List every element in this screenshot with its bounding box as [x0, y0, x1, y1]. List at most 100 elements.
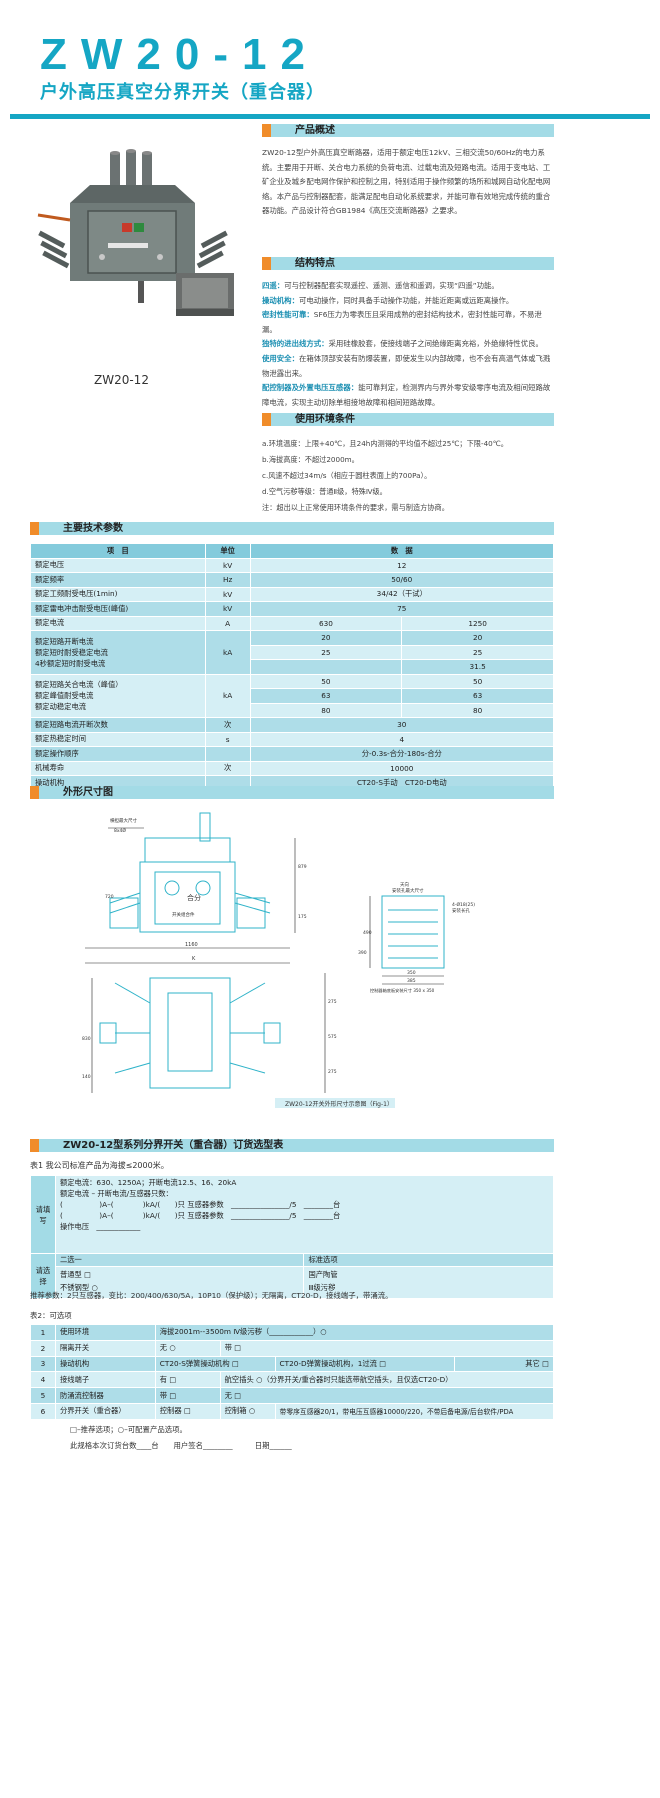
- structure-item: 使用安全：在箱体顶部安装有防爆装置，即使发生以内部故障，也不会有高温气体或飞溅物…: [262, 353, 551, 378]
- order-section-header: ZW20-12型系列分界开关（重合器）订货选型表: [30, 1139, 554, 1152]
- choose-label: 请选择: [30, 1253, 56, 1299]
- option-cell[interactable]: 其它 □: [454, 1355, 554, 1373]
- option-cell[interactable]: 海拔2001m--3500m Ⅳ级污秽（____________）○: [154, 1324, 555, 1341]
- environment-item: b.海拔高度：不超过2000m。: [262, 455, 359, 464]
- overview-text: ZW20-12型户外高压真空断路器，适用于额定电压12kV、三相交流50/60H…: [262, 148, 551, 216]
- choose-option[interactable]: 普通型 □: [59, 1270, 92, 1279]
- dim-device-label: 开关组合件: [172, 911, 195, 918]
- fill-row: 请填写 额定电流：630、1250A；开断电流12.5、16、20kA 额定电流…: [30, 1175, 555, 1254]
- overview-section-header: 产品概述: [262, 124, 554, 137]
- section-marker: [262, 124, 271, 137]
- choose-option[interactable]: 不锈钢型 ○: [59, 1283, 98, 1292]
- dimensions-title: 外形尺寸图: [63, 787, 113, 798]
- choose-head-right: 标准选项: [303, 1253, 554, 1267]
- dim-390: 390: [358, 950, 367, 956]
- dimension-drawing: 横担最大尺寸 8x4Ø 1160 K 合分 开关组合件 天向 安装孔最大尺寸 4…: [82, 812, 475, 1108]
- dim-385: 385: [407, 978, 416, 984]
- dim-275b: 275: [328, 1069, 337, 1075]
- product-model-title: ZW20-12: [40, 30, 319, 79]
- choose-options: 普通型 □ 不锈钢型 ○ 国产陶管 Ⅲ级污秽: [31, 1266, 554, 1299]
- fill-label: 请填写: [30, 1175, 56, 1254]
- option-cell[interactable]: CT20-S弹簧操动机构 □: [154, 1355, 276, 1373]
- option-cell[interactable]: 无 □: [219, 1387, 555, 1404]
- dimensions-section-header: 外形尺寸图: [30, 786, 554, 799]
- table1-note: 表1 我公司标准产品为海拔≤2000米。: [30, 1161, 169, 1170]
- col-header-data: 数 据: [249, 543, 555, 559]
- option-cell[interactable]: 带零序互感器20/1，带电压互感器10000/220，不带后备电源/后台软件/P…: [274, 1402, 555, 1420]
- option-cell[interactable]: 航空插头 ○（分界开关/重合器时只能选带航空插头，且仅选CT20-D）: [219, 1371, 555, 1389]
- structure-item: 操动机构：可电动操作，同时具备手动操作功能，并能近距离或远距离操作。: [262, 295, 514, 305]
- option-cell[interactable]: 控制器 □: [154, 1402, 221, 1420]
- structure-list: 四遥：可与控制器配套实现遥控、遥测、遥信和遥调，实现“四遥”功能。 操动机构：可…: [262, 279, 554, 410]
- dim-140: 140: [82, 1074, 91, 1080]
- section-marker: [262, 257, 271, 270]
- environment-section-header: 使用环境条件: [262, 413, 554, 426]
- environment-list: a.环境温度：上限+40℃，且24h内测得的平均值不超过25℃；下限-40℃。 …: [262, 436, 554, 516]
- option-cell[interactable]: 有 □: [154, 1371, 221, 1389]
- structure-section-header: 结构特点: [262, 257, 554, 270]
- fill-line[interactable]: 操作电压 ____________: [59, 1222, 141, 1231]
- dim-mount: 4-Ø18(25): [452, 901, 475, 908]
- dim-275a: 275: [328, 999, 337, 1005]
- structure-item: 配控制器及外置电压互感器：能可靠判定，检测界内与界外零安级零序电流及相间短路故障…: [262, 383, 551, 407]
- environment-title: 使用环境条件: [295, 414, 355, 425]
- specs-section-header: 主要技术参数: [30, 522, 554, 535]
- option-cell[interactable]: CT20-D弹簧操动机构，1过流 □: [274, 1355, 456, 1373]
- order-table-wrap: 请填写 额定电流：630、1250A；开断电流12.5、16、20kA 额定电流…: [30, 1175, 555, 1299]
- fill-line[interactable]: 额定电流 – 开断电流/互感器只数：: [59, 1189, 173, 1198]
- dim-350: 350: [407, 970, 416, 976]
- section-marker: [262, 413, 271, 426]
- recommend-text: 推荐参数：2只互感器，变比：200/400/630/5A，10P10（保护级）；…: [30, 1291, 393, 1300]
- option-cell[interactable]: 控制箱 ○: [219, 1402, 276, 1420]
- dim-top-value: 8x4Ø: [114, 827, 126, 834]
- dim-175: 175: [298, 914, 307, 920]
- section-marker: [30, 1139, 39, 1152]
- order-title: ZW20-12型系列分界开关（重合器）订货选型表: [63, 1140, 284, 1151]
- sign-line[interactable]: 此规格本次订货台数____台 用户签名________ 日期______: [70, 1441, 292, 1450]
- choose-head-left: 二选一: [54, 1253, 305, 1267]
- table-row: 额定操作顺序分-0.3s-合分-180s-合分: [30, 746, 555, 762]
- dim-width: 1160: [185, 942, 198, 948]
- photo-caption: ZW20-12: [94, 373, 149, 387]
- col-header-unit: 单位: [204, 543, 251, 559]
- environment-item: 注：超出以上正常使用环境条件的要求，需与制造方协商。: [262, 503, 449, 512]
- environment-item: c.风速不超过34m/s（相应于圆柱表面上的700Pa）。: [262, 471, 432, 480]
- fill-line[interactable]: 额定电流：630、1250A；开断电流12.5、16、20kA: [59, 1178, 237, 1187]
- dim-open-close: 合分: [187, 893, 201, 902]
- col-header-item: 项 目: [30, 543, 206, 559]
- section-marker: [30, 786, 39, 799]
- environment-item: a.环境温度：上限+40℃，且24h内测得的平均值不超过25℃；下限-40℃。: [262, 439, 508, 448]
- figure-caption: ZW20-12开关外形尺寸示意图（Fig-1）: [285, 1100, 393, 1108]
- product-subtitle: 户外高压真空分界开关（重合器）: [40, 82, 325, 103]
- dim-mount-sub: 安装长孔: [452, 907, 470, 914]
- section-marker: [30, 522, 39, 535]
- dim-right-caption: 控制器箱底板安装尺寸 350 x 350: [370, 987, 435, 994]
- fill-line[interactable]: ( )A–( )kA/( )只 互感器参数 ________________/5…: [59, 1200, 341, 1209]
- option-cell[interactable]: 带 □: [154, 1387, 221, 1404]
- table2-label: 表2：可选项: [30, 1311, 72, 1320]
- standard-option: 国产陶管: [308, 1270, 338, 1279]
- option-cell[interactable]: 带 □: [219, 1339, 555, 1357]
- structure-item: 密封性能可靠：SF6压力为零表压且采用成熟的密封结构技术，密封性能可靠，不易泄漏…: [262, 310, 542, 334]
- fill-line[interactable]: ( )A–( )kA/( )只 互感器参数 ________________/5…: [59, 1211, 341, 1220]
- option-cell[interactable]: 无 ○: [154, 1339, 221, 1357]
- legend-text: □–推荐选项；○–可配置产品选项。: [70, 1425, 187, 1434]
